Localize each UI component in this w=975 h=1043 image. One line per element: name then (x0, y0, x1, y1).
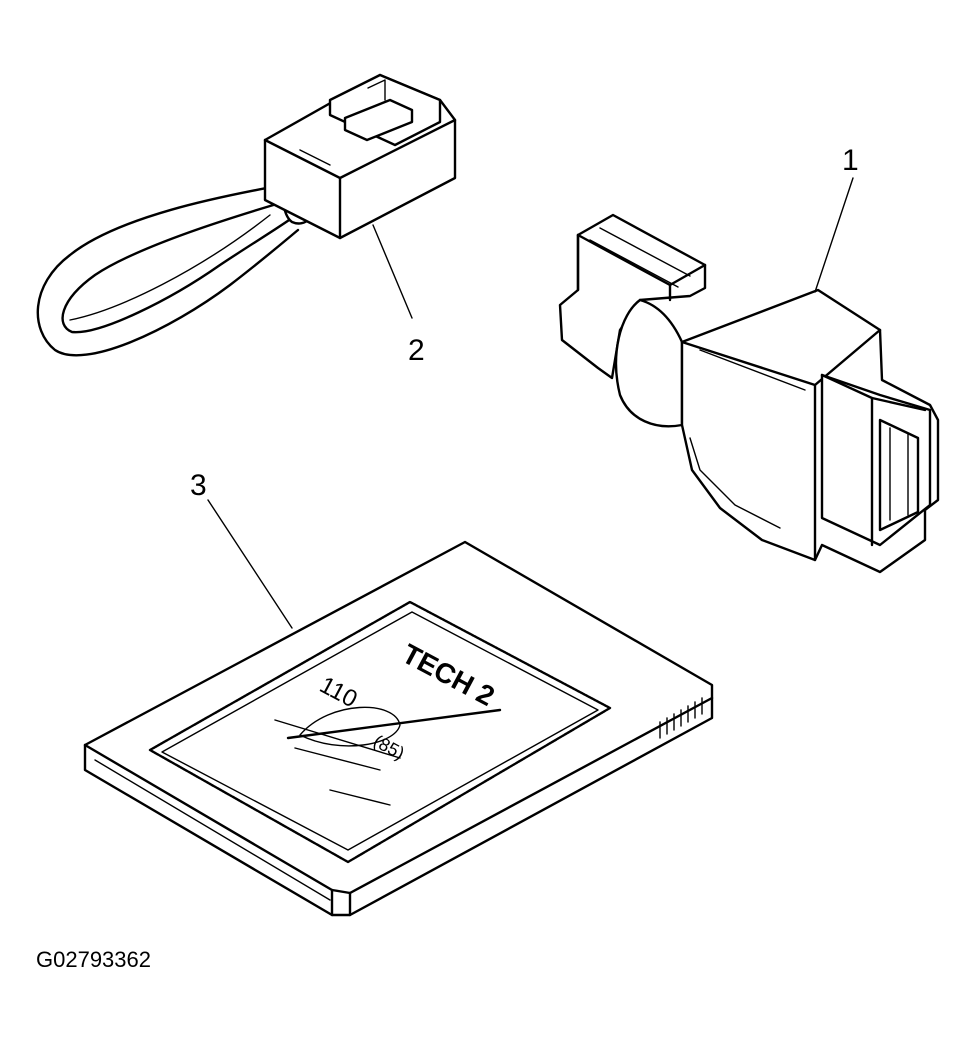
loopback-connector (36, 73, 457, 357)
leader-line-1 (814, 177, 854, 293)
callout-2: 2 (408, 334, 425, 367)
callout-1: 1 (842, 144, 859, 177)
dlc-adapter (558, 213, 940, 574)
leader-line-3 (207, 499, 293, 629)
card-contacts (659, 697, 703, 739)
leader-lines (207, 177, 854, 629)
figure-id: G02793362 (36, 947, 151, 972)
callout-3: 3 (190, 469, 207, 502)
leader-line-2 (372, 224, 413, 319)
pcmcia-card: TECH 2 110 (85) (83, 540, 714, 917)
